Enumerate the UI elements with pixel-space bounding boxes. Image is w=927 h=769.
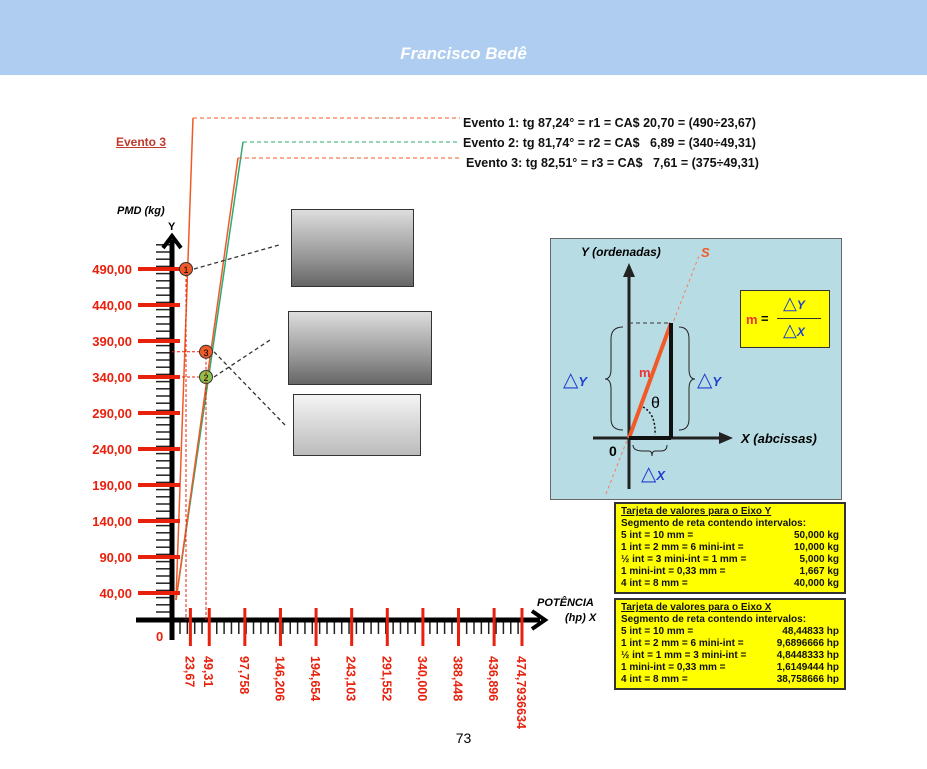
card-row: 1 int = 2 mm = 6 mini-int = 9,6896666 hp — [621, 638, 839, 650]
x-tick-label: 291,552 — [379, 656, 393, 701]
event-point-number: 3 — [203, 348, 208, 358]
diagram-origin: 0 — [609, 443, 617, 459]
aircraft-photo-2 — [288, 311, 432, 385]
card-row-label: 1 mini-int = 0,33 mm = — [621, 662, 726, 673]
card-subtitle: Segmento de reta contendo intervalos: — [621, 518, 807, 529]
x-axis-title-2: (hp) X — [565, 612, 597, 624]
x-tick-label: 194,654 — [308, 656, 322, 701]
card-row: 4 int = 8 mm = 40,000 kg — [621, 578, 839, 590]
pointer-arrow — [213, 339, 271, 378]
x-tick-label: 436,896 — [486, 656, 500, 701]
delta-y-left: △Y — [563, 369, 588, 391]
x-tick-label: 388,448 — [451, 656, 465, 701]
x-tick-label: 23,67 — [182, 656, 196, 687]
biplane-14bis-photo — [293, 394, 421, 456]
card-row-value: 4,8448333 hp — [776, 650, 839, 661]
y-tick-label: 290,00 — [92, 406, 132, 421]
card-row-label: 1 int = 2 mm = 6 mini-int = — [621, 638, 744, 649]
card-row-label: 4 int = 8 mm = — [621, 578, 688, 589]
event-3-link[interactable]: Evento 3 — [116, 135, 167, 149]
y-axis-arrow — [161, 232, 183, 250]
x-axis-arrow — [530, 609, 549, 631]
y-tick-label: 440,00 — [92, 298, 132, 313]
airship-photo — [291, 209, 414, 287]
card-row-value: 50,000 kg — [793, 530, 839, 541]
y-tick-label: 490,00 — [92, 262, 132, 277]
card-row-value: 9,6896666 hp — [776, 638, 839, 649]
x-axis-title: POTÊNCIA — [537, 596, 594, 609]
card-row: 1 mini-int = 0,33 mm = 1,667 kg — [621, 566, 839, 578]
card-row: 1 int = 2 mm = 6 mini-int = 10,000 kg — [621, 542, 839, 554]
y-tick-label: 190,00 — [92, 478, 132, 493]
card-row: 1 mini-int = 0,33 mm = 1,6149444 hp — [621, 662, 839, 674]
card-row-value: 5,000 kg — [799, 554, 839, 565]
card-row-value: 38,758666 hp — [776, 674, 839, 685]
origin-label: 0 — [156, 629, 163, 644]
header-title: Francisco Bedê — [400, 44, 527, 63]
x-tick-label: 474,7936634 — [514, 656, 528, 729]
x-tick-label: 146,206 — [272, 656, 286, 701]
card-row-label: 5 int = 10 mm = — [621, 530, 694, 541]
card-row-label: 1 int = 2 mm = 6 mini-int = — [621, 542, 744, 553]
diagram-s-label: S — [701, 245, 710, 260]
card-row-value: 10,000 kg — [793, 542, 839, 553]
y-tick-label: 40,00 — [99, 586, 132, 601]
y-tick-label: 140,00 — [92, 514, 132, 529]
card-row: 5 int = 10 mm = 48,44833 hp — [621, 626, 839, 638]
card-row-value: 1,6149444 hp — [776, 662, 839, 673]
y-tick-label: 240,00 — [92, 442, 132, 457]
slope-diagram: Y (ordenadas) S X (abcissas) m θ 0 △Y △Y… — [550, 238, 842, 500]
card-title: Tarjeta de valores para o Eixo X — [621, 602, 772, 613]
pointer-arrow — [213, 351, 286, 426]
x-tick-label: 97,758 — [237, 656, 251, 694]
card-row: 5 int = 10 mm = 50,000 kg — [621, 530, 839, 542]
diagram-y-label: Y (ordenadas) — [581, 245, 661, 259]
event-line-1 — [175, 117, 194, 601]
event-1-text: Evento 1: tg 87,24° = r1 = CA$ 20,70 = (… — [463, 116, 756, 130]
x-tick-label: 243,103 — [344, 656, 358, 701]
card-row-label: ½ int = 3 mini-int = 1 mm = — [621, 554, 747, 565]
event-2-text: Evento 2: tg 81,74° = r2 = CA$ 6,89 = (3… — [463, 136, 756, 150]
diagram-m-label: m — [639, 365, 651, 380]
y-tick-label: 340,00 — [92, 370, 132, 385]
card-row: ½ int = 3 mini-int = 1 mm = 5,000 kg — [621, 554, 839, 566]
card-row: 4 int = 8 mm = 38,758666 hp — [621, 674, 839, 686]
delta-x: △X — [641, 463, 666, 485]
card-row-label: 4 int = 8 mm = — [621, 674, 688, 685]
card-row-label: 5 int = 10 mm = — [621, 626, 694, 637]
page-number: 73 — [455, 730, 472, 746]
card-title: Tarjeta de valores para o Eixo Y — [621, 506, 772, 517]
event-3-text: Evento 3: tg 82,51° = r3 = CA$ 7,61 = (3… — [466, 156, 759, 170]
card-row: ½ int = 1 mm = 3 mini-int = 4,8448333 hp — [621, 650, 839, 662]
event-point-number: 1 — [183, 265, 188, 275]
card-row-value: 40,000 kg — [793, 578, 839, 589]
event-point-1 — [179, 262, 193, 276]
y-axis-letter: Y — [168, 221, 176, 233]
card-row-value: 1,667 kg — [799, 566, 839, 577]
x-tick-label: 49,31 — [201, 656, 215, 687]
slope-formula-box: m = △Y △X — [740, 290, 830, 348]
header-bar: Francisco Bedê — [0, 0, 927, 75]
pointer-arrow — [193, 244, 280, 270]
card-row-label: 1 mini-int = 0,33 mm = — [621, 566, 726, 577]
x-tick-label: 340,000 — [415, 656, 429, 701]
delta-y-right: △Y — [697, 369, 722, 391]
card-row-label: ½ int = 1 mm = 3 mini-int = — [621, 650, 747, 661]
diagram-x-label: X (abcissas) — [741, 431, 817, 446]
y-axis-title: PMD (kg) — [117, 205, 165, 217]
y-tick-label: 390,00 — [92, 334, 132, 349]
y-tick-label: 90,00 — [99, 550, 132, 565]
event-point-3 — [199, 344, 213, 359]
theta-label: θ — [651, 395, 660, 412]
card-row-value: 48,44833 hp — [782, 626, 839, 637]
card-subtitle: Segmento de reta contendo intervalos: — [621, 614, 807, 625]
